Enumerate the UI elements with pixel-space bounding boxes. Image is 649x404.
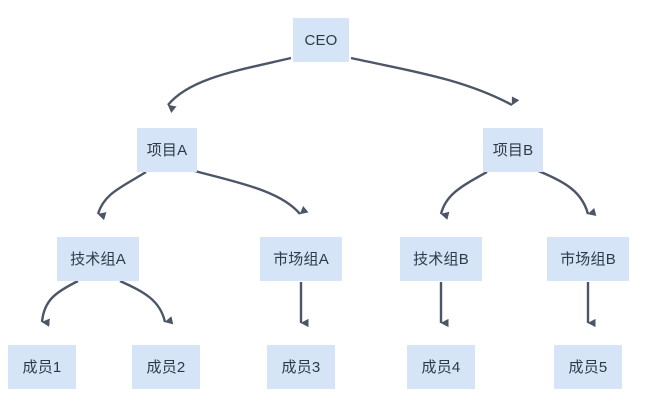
node-project-b[interactable]: 项目B (483, 128, 543, 172)
node-member-3[interactable]: 成员3 (267, 345, 335, 389)
node-label: 项目B (492, 141, 534, 159)
edge-proj-a-to-tech-a (96, 170, 147, 221)
node-member-4[interactable]: 成员4 (407, 345, 475, 389)
node-member-2[interactable]: 成员2 (132, 345, 200, 389)
node-label: 成员1 (22, 358, 62, 376)
edge-ceo-to-proj-b (350, 56, 520, 107)
node-market-group-b[interactable]: 市场组B (547, 237, 629, 281)
node-member-1[interactable]: 成员1 (8, 345, 76, 389)
node-label: 技术组A (70, 250, 126, 268)
edge-ceo-to-proj-a (167, 56, 292, 114)
node-tech-group-b[interactable]: 技术组B (400, 237, 482, 281)
edge-proj-a-to-market-a (190, 168, 309, 215)
node-ceo[interactable]: CEO (293, 18, 349, 62)
node-label: 市场组B (560, 250, 616, 268)
edge-tech-a-to-member-2 (119, 279, 174, 325)
node-label: 项目A (146, 141, 188, 159)
node-tech-group-a[interactable]: 技术组A (57, 237, 139, 281)
node-label: 成员3 (281, 358, 321, 376)
node-member-5[interactable]: 成员5 (554, 345, 622, 389)
node-project-a[interactable]: 项目A (137, 128, 197, 172)
node-label: 成员2 (146, 358, 186, 376)
node-label: 技术组B (413, 250, 469, 268)
node-label: 成员4 (421, 358, 461, 376)
edge-tech-a-to-member-1 (40, 279, 79, 327)
node-label: CEO (304, 31, 338, 49)
node-label: 成员5 (568, 358, 608, 376)
edge-proj-b-to-tech-b (439, 170, 488, 220)
node-market-group-a[interactable]: 市场组A (260, 237, 342, 281)
edge-proj-b-to-market-b (535, 168, 597, 217)
node-label: 市场组A (273, 250, 329, 268)
